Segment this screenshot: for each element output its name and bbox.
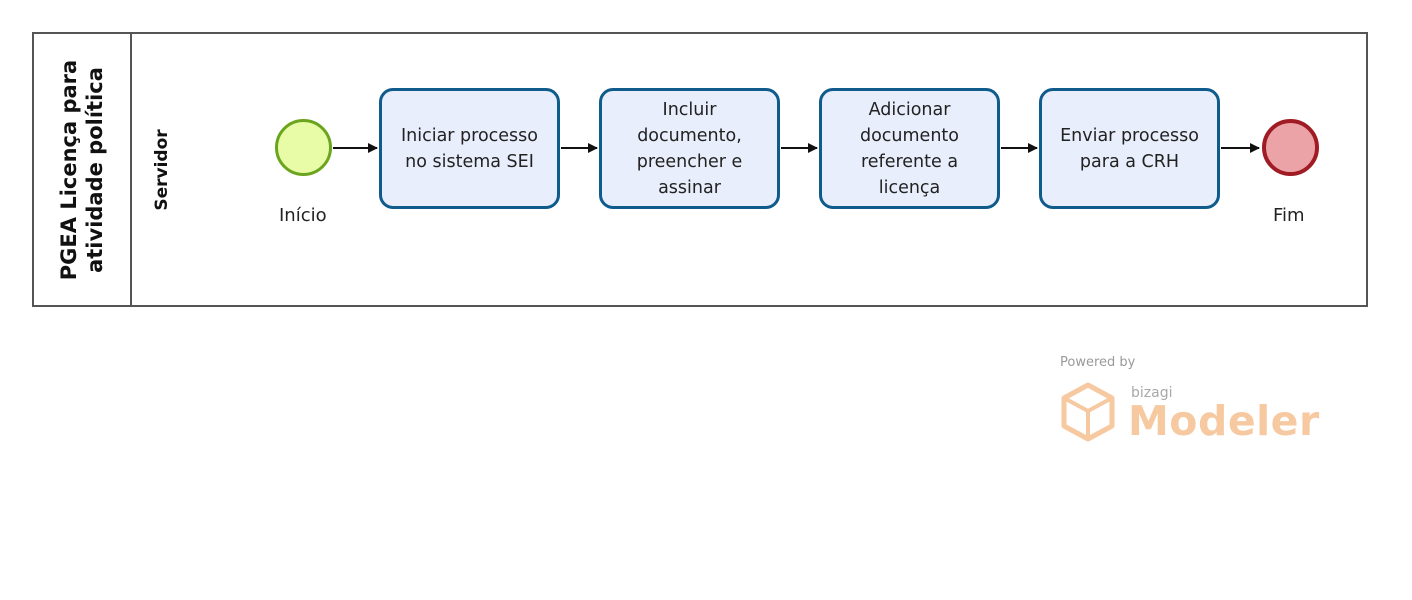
bizagi-brand-text: bizagi <box>1131 385 1173 401</box>
start-event[interactable] <box>275 119 332 176</box>
powered-by-text: Powered by <box>1060 355 1136 370</box>
end-event[interactable] <box>1262 119 1319 176</box>
task-add-document[interactable]: Adicionar documento referente a licença <box>819 88 1000 209</box>
task-include-document[interactable]: Incluir documento, preencher e assinar <box>599 88 780 209</box>
pool: PGEA Licença para atividade política Ser… <box>32 32 1368 307</box>
modeler-product-text: Modeler <box>1128 397 1320 445</box>
task-label: Enviar processo para a CRH <box>1060 125 1199 172</box>
task-start-process[interactable]: Iniciar processo no sistema SEI <box>379 88 560 209</box>
task-label: Iniciar processo no sistema SEI <box>400 125 539 172</box>
start-event-label: Início <box>279 205 327 226</box>
task-send-process[interactable]: Enviar processo para a CRH <box>1039 88 1220 209</box>
bizagi-logo-icon <box>1061 382 1115 442</box>
end-event-label: Fim <box>1273 205 1305 226</box>
bizagi-watermark: Powered by bizagi Modeler <box>1060 355 1319 450</box>
task-label: Incluir documento, preencher e assinar <box>636 99 743 198</box>
task-label: Adicionar documento referente a licença <box>859 99 959 198</box>
pool-header: PGEA Licença para atividade política <box>34 34 132 305</box>
